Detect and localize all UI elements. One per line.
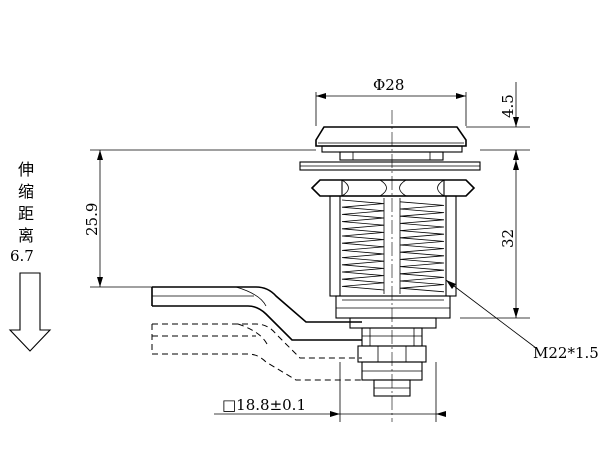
threaded-body bbox=[329, 195, 457, 319]
stroke-label-char-2: 缩 bbox=[18, 182, 34, 201]
dim-diameter bbox=[315, 92, 467, 126]
stroke-label-char-4: 离 bbox=[18, 226, 34, 245]
cam-arm-extended bbox=[151, 286, 362, 341]
thread-label: M22*1.5 bbox=[533, 344, 599, 362]
thread-leader bbox=[445, 279, 537, 349]
panel-plate bbox=[299, 161, 481, 171]
cap-head bbox=[315, 126, 467, 147]
stroke-label-char-1: 伸 bbox=[18, 160, 34, 179]
dim-right-height-label: 32 bbox=[499, 229, 517, 248]
thread-helix bbox=[341, 199, 385, 291]
dim-top-height-label: 4.5 bbox=[499, 94, 517, 118]
dim-square bbox=[214, 362, 446, 422]
stroke-label-char-3: 距 bbox=[18, 204, 34, 223]
dim-left-height bbox=[90, 149, 316, 288]
thread-helix bbox=[399, 201, 445, 293]
dim-diameter-label: Φ28 bbox=[373, 76, 404, 94]
dim-right-height bbox=[460, 150, 530, 319]
stroke-label-value: 6.7 bbox=[10, 247, 34, 265]
hex-nut bbox=[310, 179, 476, 197]
stroke-label: 伸 缩 距 离 6.7 bbox=[10, 160, 34, 265]
down-arrow-icon bbox=[8, 272, 52, 352]
dim-square-label: □18.8±0.1 bbox=[222, 396, 306, 414]
lower-shaft bbox=[349, 317, 437, 397]
cam-arm-retracted bbox=[151, 323, 362, 381]
dim-top-height bbox=[466, 82, 530, 160]
dim-left-height-label: 25.9 bbox=[83, 203, 101, 236]
